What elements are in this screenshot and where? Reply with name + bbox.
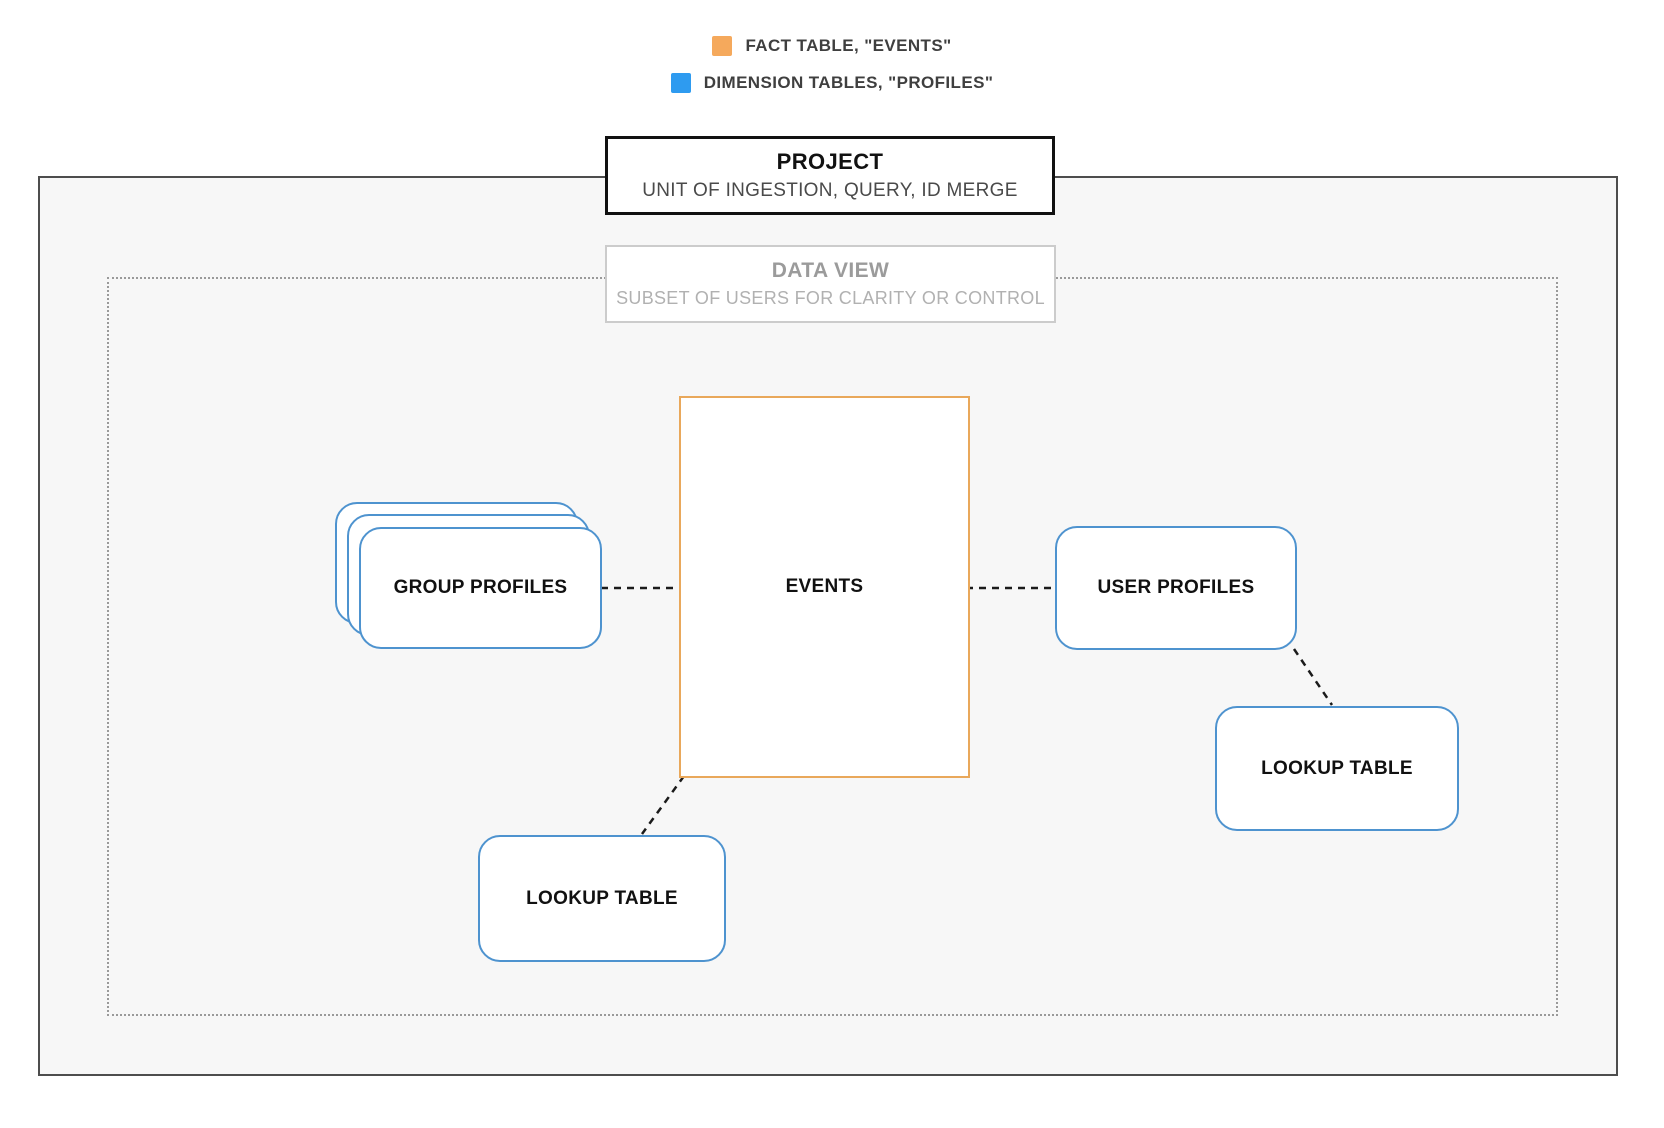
node-user-profiles: USER PROFILES: [1055, 526, 1297, 650]
node-events: EVENTS: [679, 396, 970, 778]
data-view-title: DATA VIEW: [771, 259, 890, 282]
node-label: GROUP PROFILES: [393, 577, 568, 598]
data-view-header-box: DATA VIEW SUBSET OF USERS FOR CLARITY OR…: [605, 245, 1056, 323]
node-lookup-table-bottom: LOOKUP TABLE: [478, 835, 726, 962]
legend-item-dimension-tables: DIMENSION TABLES, "PROFILES": [670, 73, 994, 93]
dimension-tables-swatch-icon: [670, 73, 691, 93]
legend: FACT TABLE, "EVENTS" DIMENSION TABLES, "…: [0, 36, 1664, 93]
node-lookup-table-right: LOOKUP TABLE: [1215, 706, 1459, 831]
legend-item-label: DIMENSION TABLES, "PROFILES": [703, 73, 994, 92]
node-label: EVENTS: [785, 576, 864, 597]
legend-item-fact-table: FACT TABLE, "EVENTS": [712, 36, 951, 56]
data-view-subtitle: SUBSET OF USERS FOR CLARITY OR CONTROL: [616, 288, 1045, 308]
node-label: LOOKUP TABLE: [1261, 757, 1413, 779]
node-label: LOOKUP TABLE: [526, 887, 678, 909]
project-header-box: PROJECT UNIT OF INGESTION, QUERY, ID MER…: [605, 136, 1055, 215]
legend-item-label: FACT TABLE, "EVENTS": [745, 36, 952, 55]
project-title: PROJECT: [776, 149, 884, 174]
node-group-profiles: GROUP PROFILES: [359, 527, 602, 649]
node-label: USER PROFILES: [1097, 577, 1255, 598]
fact-table-swatch-icon: [712, 36, 733, 56]
project-subtitle: UNIT OF INGESTION, QUERY, ID MERGE: [642, 180, 1018, 201]
